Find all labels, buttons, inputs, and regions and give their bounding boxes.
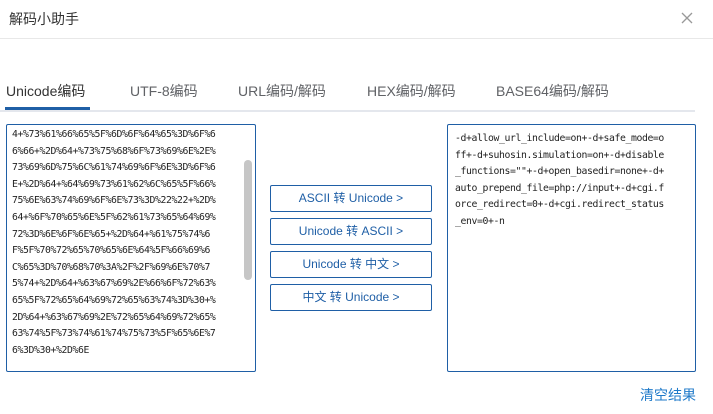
- input-textarea[interactable]: 4+%73%61%66%65%5F%6D%6F%64%65%3D%6F%6 6%…: [6, 124, 256, 372]
- tab-base64[interactable]: BASE64编码/解码: [496, 83, 609, 99]
- clear-results-link[interactable]: 清空结果: [640, 387, 696, 403]
- tab-hex[interactable]: HEX编码/解码: [367, 83, 456, 99]
- chinese-to-unicode-button[interactable]: 中文 转 Unicode >: [270, 284, 432, 311]
- output-textarea[interactable]: -d+allow_url_include=on+-d+safe_mode=o f…: [447, 124, 696, 372]
- output-text: -d+allow_url_include=on+-d+safe_mode=o f…: [455, 133, 664, 227]
- tab-unicode[interactable]: Unicode编码: [6, 83, 86, 99]
- unicode-to-chinese-button[interactable]: Unicode 转 中文 >: [270, 251, 432, 278]
- dialog-titlebar: 解码小助手: [0, 0, 713, 39]
- input-scrollbar-thumb[interactable]: [244, 160, 252, 280]
- input-scrollbar[interactable]: [244, 128, 252, 368]
- close-icon[interactable]: [679, 10, 695, 26]
- ascii-to-unicode-button[interactable]: ASCII 转 Unicode >: [270, 185, 432, 212]
- tab-bar: Unicode编码 UTF-8编码 URL编码/解码 HEX编码/解码 BASE…: [0, 78, 695, 112]
- dialog-title: 解码小助手: [9, 11, 79, 27]
- input-text: 4+%73%61%66%65%5F%6D%6F%64%65%3D%6F%6 6%…: [12, 129, 216, 356]
- unicode-to-ascii-button[interactable]: Unicode 转 ASCII >: [270, 218, 432, 245]
- tab-url[interactable]: URL编码/解码: [238, 83, 326, 99]
- tab-utf8[interactable]: UTF-8编码: [130, 83, 198, 99]
- active-tab-indicator: [5, 107, 90, 110]
